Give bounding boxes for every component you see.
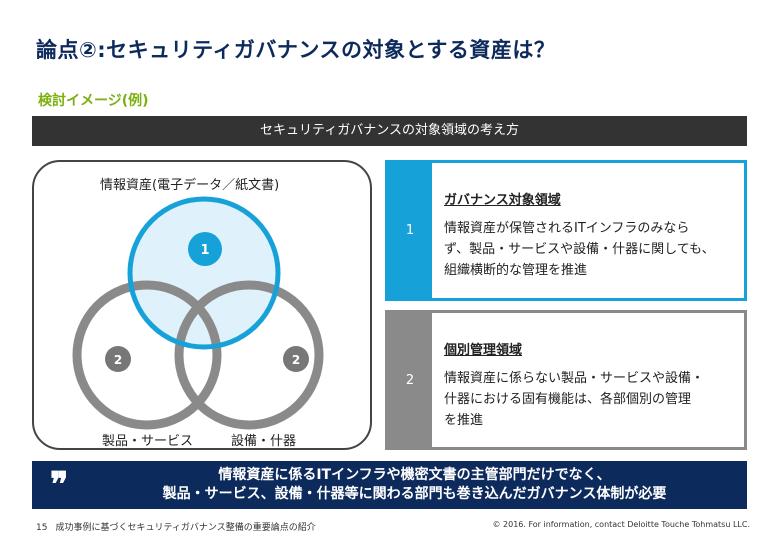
venn-marker-left: 2 — [114, 353, 122, 367]
panel-body: ガバナンス対象領域 情報資産が保管されるITインフラのみなら ず、製品・サービス… — [432, 163, 744, 298]
venn-circle-info-assets — [127, 196, 281, 350]
slide-title: 論点②:セキュリティガバナンスの対象とする資産は？ — [36, 38, 556, 62]
panel-text: 情報資産に係らない製品・サービスや設備・ 什器における固有機能は、各部個別の管理… — [444, 368, 736, 431]
venn-marker-center-badge — [188, 232, 222, 266]
venn-circle-equipment — [174, 280, 324, 430]
conclusion-text: 情報資産に係るITインフラや機密文書の主管部門だけでなく、 製品・サービス、設備… — [92, 466, 737, 504]
panel-text-line: ず、製品・サービスや設備・什器に関しても、 — [444, 242, 715, 257]
panel-body: 個別管理領域 情報資産に係らない製品・サービスや設備・ 什器における固有機能は、… — [432, 313, 744, 447]
quote-icon: ❞ — [50, 465, 69, 505]
venn-marker-left-badge — [105, 346, 131, 372]
panel-individual-management: 2 個別管理領域 情報資産に係らない製品・サービスや設備・ 什器における固有機能… — [385, 310, 747, 450]
panel-text-line: 情報資産が保管されるITインフラのみなら — [444, 221, 690, 236]
section-header-bar: セキュリティガバナンスの対象領域の考え方 — [32, 116, 747, 146]
venn-circle-products — [72, 280, 222, 430]
venn-diagram: 1 2 2 — [72, 196, 324, 430]
page-number: 15 — [36, 523, 48, 533]
footer-title: 成功事例に基づくセキュリティガバナンス整備の重要論点の紹介 — [55, 523, 316, 533]
footer: 15 成功事例に基づくセキュリティガバナンス整備の重要論点の紹介 — [36, 520, 316, 533]
panel-text-line: 情報資産に係らない製品・サービスや設備・ — [444, 371, 705, 386]
venn-diagram-box: 1 2 2 情報資産(電子データ／紙文書) 製品・サービス 設備・什器 — [32, 160, 372, 450]
copyright: © 2016. For information, contact Deloitt… — [492, 520, 750, 529]
conclusion-line: 情報資産に係るITインフラや機密文書の主管部門だけでなく、 — [218, 467, 611, 483]
conclusion-banner: ❞ 情報資産に係るITインフラや機密文書の主管部門だけでなく、 製品・サービス、… — [32, 461, 747, 509]
slide-subtitle: 検討イメージ(例) — [38, 93, 149, 109]
venn-label-equipment: 設備・什器 — [231, 434, 297, 449]
panel-heading: 個別管理領域 — [444, 343, 523, 358]
panel-heading: ガバナンス対象領域 — [444, 193, 561, 208]
panel-text-line: を推進 — [444, 413, 484, 428]
venn-label-info-assets: 情報資産(電子データ／紙文書) — [100, 178, 280, 193]
panel-number: 2 — [388, 313, 432, 447]
panel-number: 1 — [388, 163, 432, 298]
panel-governance-scope: 1 ガバナンス対象領域 情報資産が保管されるITインフラのみなら ず、製品・サー… — [385, 160, 747, 301]
venn-circle-info-assets-fill — [130, 199, 278, 347]
conclusion-line: 製品・サービス、設備・什器等に関わる部門も巻き込んだガバナンス体制が必要 — [162, 486, 667, 502]
venn-label-products: 製品・サービス — [102, 434, 194, 449]
panel-text-line: 什器における固有機能は、各部個別の管理 — [444, 392, 692, 407]
venn-marker-center: 1 — [200, 243, 209, 258]
panel-text-line: 組織横断的な管理を推進 — [444, 263, 588, 278]
panel-text: 情報資産が保管されるITインフラのみなら ず、製品・サービスや設備・什器に関して… — [444, 218, 736, 281]
venn-marker-right-badge — [283, 346, 309, 372]
venn-marker-right: 2 — [292, 353, 300, 367]
